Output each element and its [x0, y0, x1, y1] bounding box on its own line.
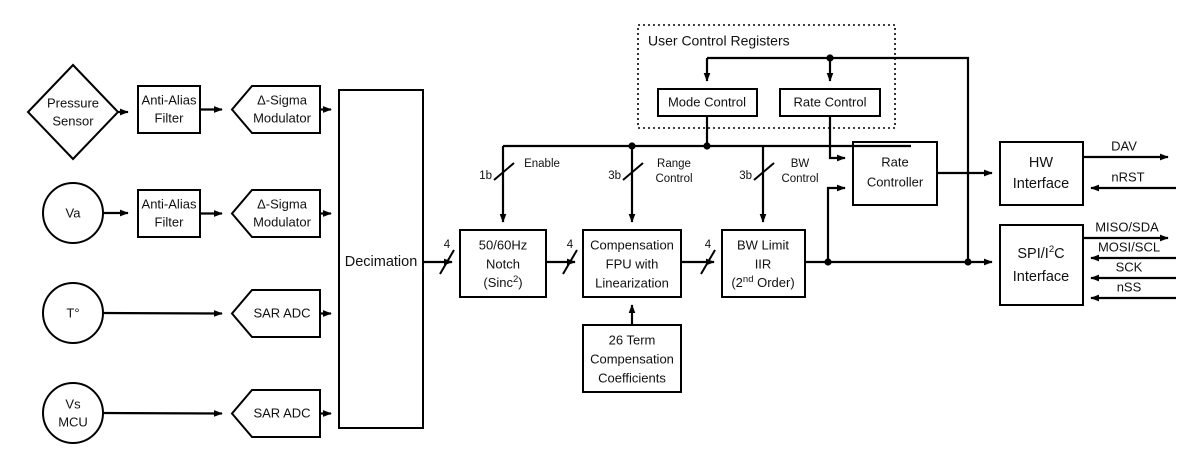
compensation-label-1: Compensation — [590, 237, 674, 252]
decimation-label: Decimation — [345, 254, 418, 270]
bw-limit-label-3: (2nd Order) — [731, 274, 794, 291]
control-signal-annotations: 1b Enable 3b Range Control 3b BW Control — [479, 158, 818, 185]
range-control-bits: 3b — [608, 170, 621, 182]
coefficients-label-2: Compensation — [590, 351, 674, 366]
delta-sigma-modulator-2: Δ-Sigma Modulator — [230, 189, 321, 238]
bus-width-2: 4 — [567, 239, 574, 251]
rate-controller-label-1: Rate — [881, 154, 908, 169]
anti-alias-filter-1-label-1: Anti-Alias — [142, 92, 197, 107]
anti-alias-filter-2-label-2: Filter — [155, 214, 185, 229]
compensation-fpu-block: Compensation FPU with Linearization — [582, 229, 682, 298]
rate-control-block: Rate Control — [779, 88, 881, 117]
miso-sda-pin-label: MISO/SDA — [1095, 219, 1159, 234]
bw-limit-label-1: BW Limit — [737, 237, 789, 252]
register-feed-bus — [703, 54, 972, 266]
notch-label-1: 50/60Hz — [479, 237, 527, 252]
delta-sigma-modulator-2-label-2: Modulator — [253, 214, 311, 229]
connection-lines — [102, 106, 716, 417]
vs-mcu-source: Vs MCU — [42, 382, 104, 444]
anti-alias-filter-2: Anti-Alias Filter — [137, 189, 201, 238]
spi-interface-label-2: Interface — [1013, 269, 1069, 285]
sar-adc-2-label: SAR ADC — [253, 405, 310, 420]
pressure-sensor-label-1: Pressure — [47, 95, 99, 110]
mode-control-block: Mode Control — [657, 88, 758, 117]
compensation-coefficients-block: 26 Term Compensation Coefficients — [582, 324, 682, 393]
vs-mcu-source-label-1: Vs — [65, 396, 81, 411]
rate-control-label: Rate Control — [794, 94, 867, 109]
bw-control-label-2: Control — [781, 173, 818, 185]
hw-interface-block: HW Interface — [999, 141, 1084, 206]
bus-width-1: 4 — [444, 239, 451, 251]
sar-adc-2: SAR ADC — [230, 389, 321, 438]
range-control-label-1: Range — [657, 158, 691, 170]
bw-control-bits: 3b — [739, 170, 752, 182]
temperature-source-label: T° — [66, 305, 79, 320]
va-source-label: Va — [66, 205, 82, 220]
mode-control-bus — [499, 116, 911, 223]
range-control-label-2: Control — [655, 173, 692, 185]
delta-sigma-modulator-1-label-1: Δ-Sigma — [257, 92, 308, 107]
compensation-label-3: Linearization — [595, 275, 669, 290]
compensation-label-2: FPU with — [606, 256, 659, 271]
rate-controller-inputs — [824, 116, 846, 266]
pressure-sensor-label-2: Sensor — [52, 113, 94, 128]
notch-label-2: Notch — [486, 256, 520, 271]
pressure-sensor: Pressure Sensor — [26, 63, 120, 161]
delta-sigma-modulator-1: Δ-Sigma Modulator — [230, 85, 321, 134]
va-source: Va — [42, 182, 104, 244]
notch-filter-block: 50/60Hz Notch (Sinc2) — [459, 229, 547, 298]
bus-width-3: 4 — [705, 239, 712, 251]
spi-interface-pins: MISO/SDA MOSI/SCL SCK nSS — [1083, 219, 1176, 302]
nrst-pin-label: nRST — [1111, 169, 1144, 184]
enable-control-bits: 1b — [479, 170, 492, 182]
hw-interface-label-1: HW — [1029, 155, 1053, 171]
coefficients-label-3: Coefficients — [598, 370, 666, 385]
spi-interface-label-1: SPI/I2C — [1017, 244, 1064, 262]
spi-i2c-interface-block: SPI/I2C Interface — [999, 224, 1084, 306]
sar-adc-1: SAR ADC — [230, 289, 321, 338]
mode-control-label: Mode Control — [668, 94, 746, 109]
anti-alias-filter-1-label-2: Filter — [155, 110, 185, 125]
anti-alias-filter-2-label-1: Anti-Alias — [142, 196, 197, 211]
vs-mcu-source-label-2: MCU — [58, 414, 88, 429]
hw-interface-label-2: Interface — [1013, 176, 1069, 192]
sar-adc-1-label: SAR ADC — [253, 305, 310, 320]
user-control-registers-label: User Control Registers — [648, 33, 790, 49]
enable-control-label: Enable — [524, 158, 560, 170]
sck-pin-label: SCK — [1116, 259, 1143, 274]
rate-controller-label-2: Controller — [867, 174, 924, 189]
coefficients-label-1: 26 Term — [609, 332, 656, 347]
bw-limit-label-2: IIR — [755, 256, 772, 271]
temperature-source: T° — [42, 282, 104, 344]
nss-pin-label: nSS — [1117, 279, 1142, 294]
bw-control-label-1: BW — [791, 158, 810, 170]
delta-sigma-modulator-1-label-2: Modulator — [253, 110, 311, 125]
delta-sigma-modulator-2-label-1: Δ-Sigma — [257, 196, 308, 211]
anti-alias-filter-1: Anti-Alias Filter — [137, 85, 201, 134]
dav-pin-label: DAV — [1111, 138, 1137, 153]
bw-limit-iir-block: BW Limit IIR (2nd Order) — [721, 229, 806, 298]
hw-interface-pins: DAV nRST — [1083, 138, 1176, 192]
bus-width-labels: 4 4 4 — [444, 239, 712, 251]
user-control-registers-group: User Control Registers — [637, 24, 896, 129]
mosi-scl-pin-label: MOSI/SCL — [1098, 239, 1160, 254]
decimation-block: Decimation — [338, 89, 424, 429]
interface-inputs — [805, 169, 993, 266]
notch-label-3: (Sinc2) — [483, 274, 522, 291]
rate-controller-block: Rate Controller — [852, 141, 938, 206]
